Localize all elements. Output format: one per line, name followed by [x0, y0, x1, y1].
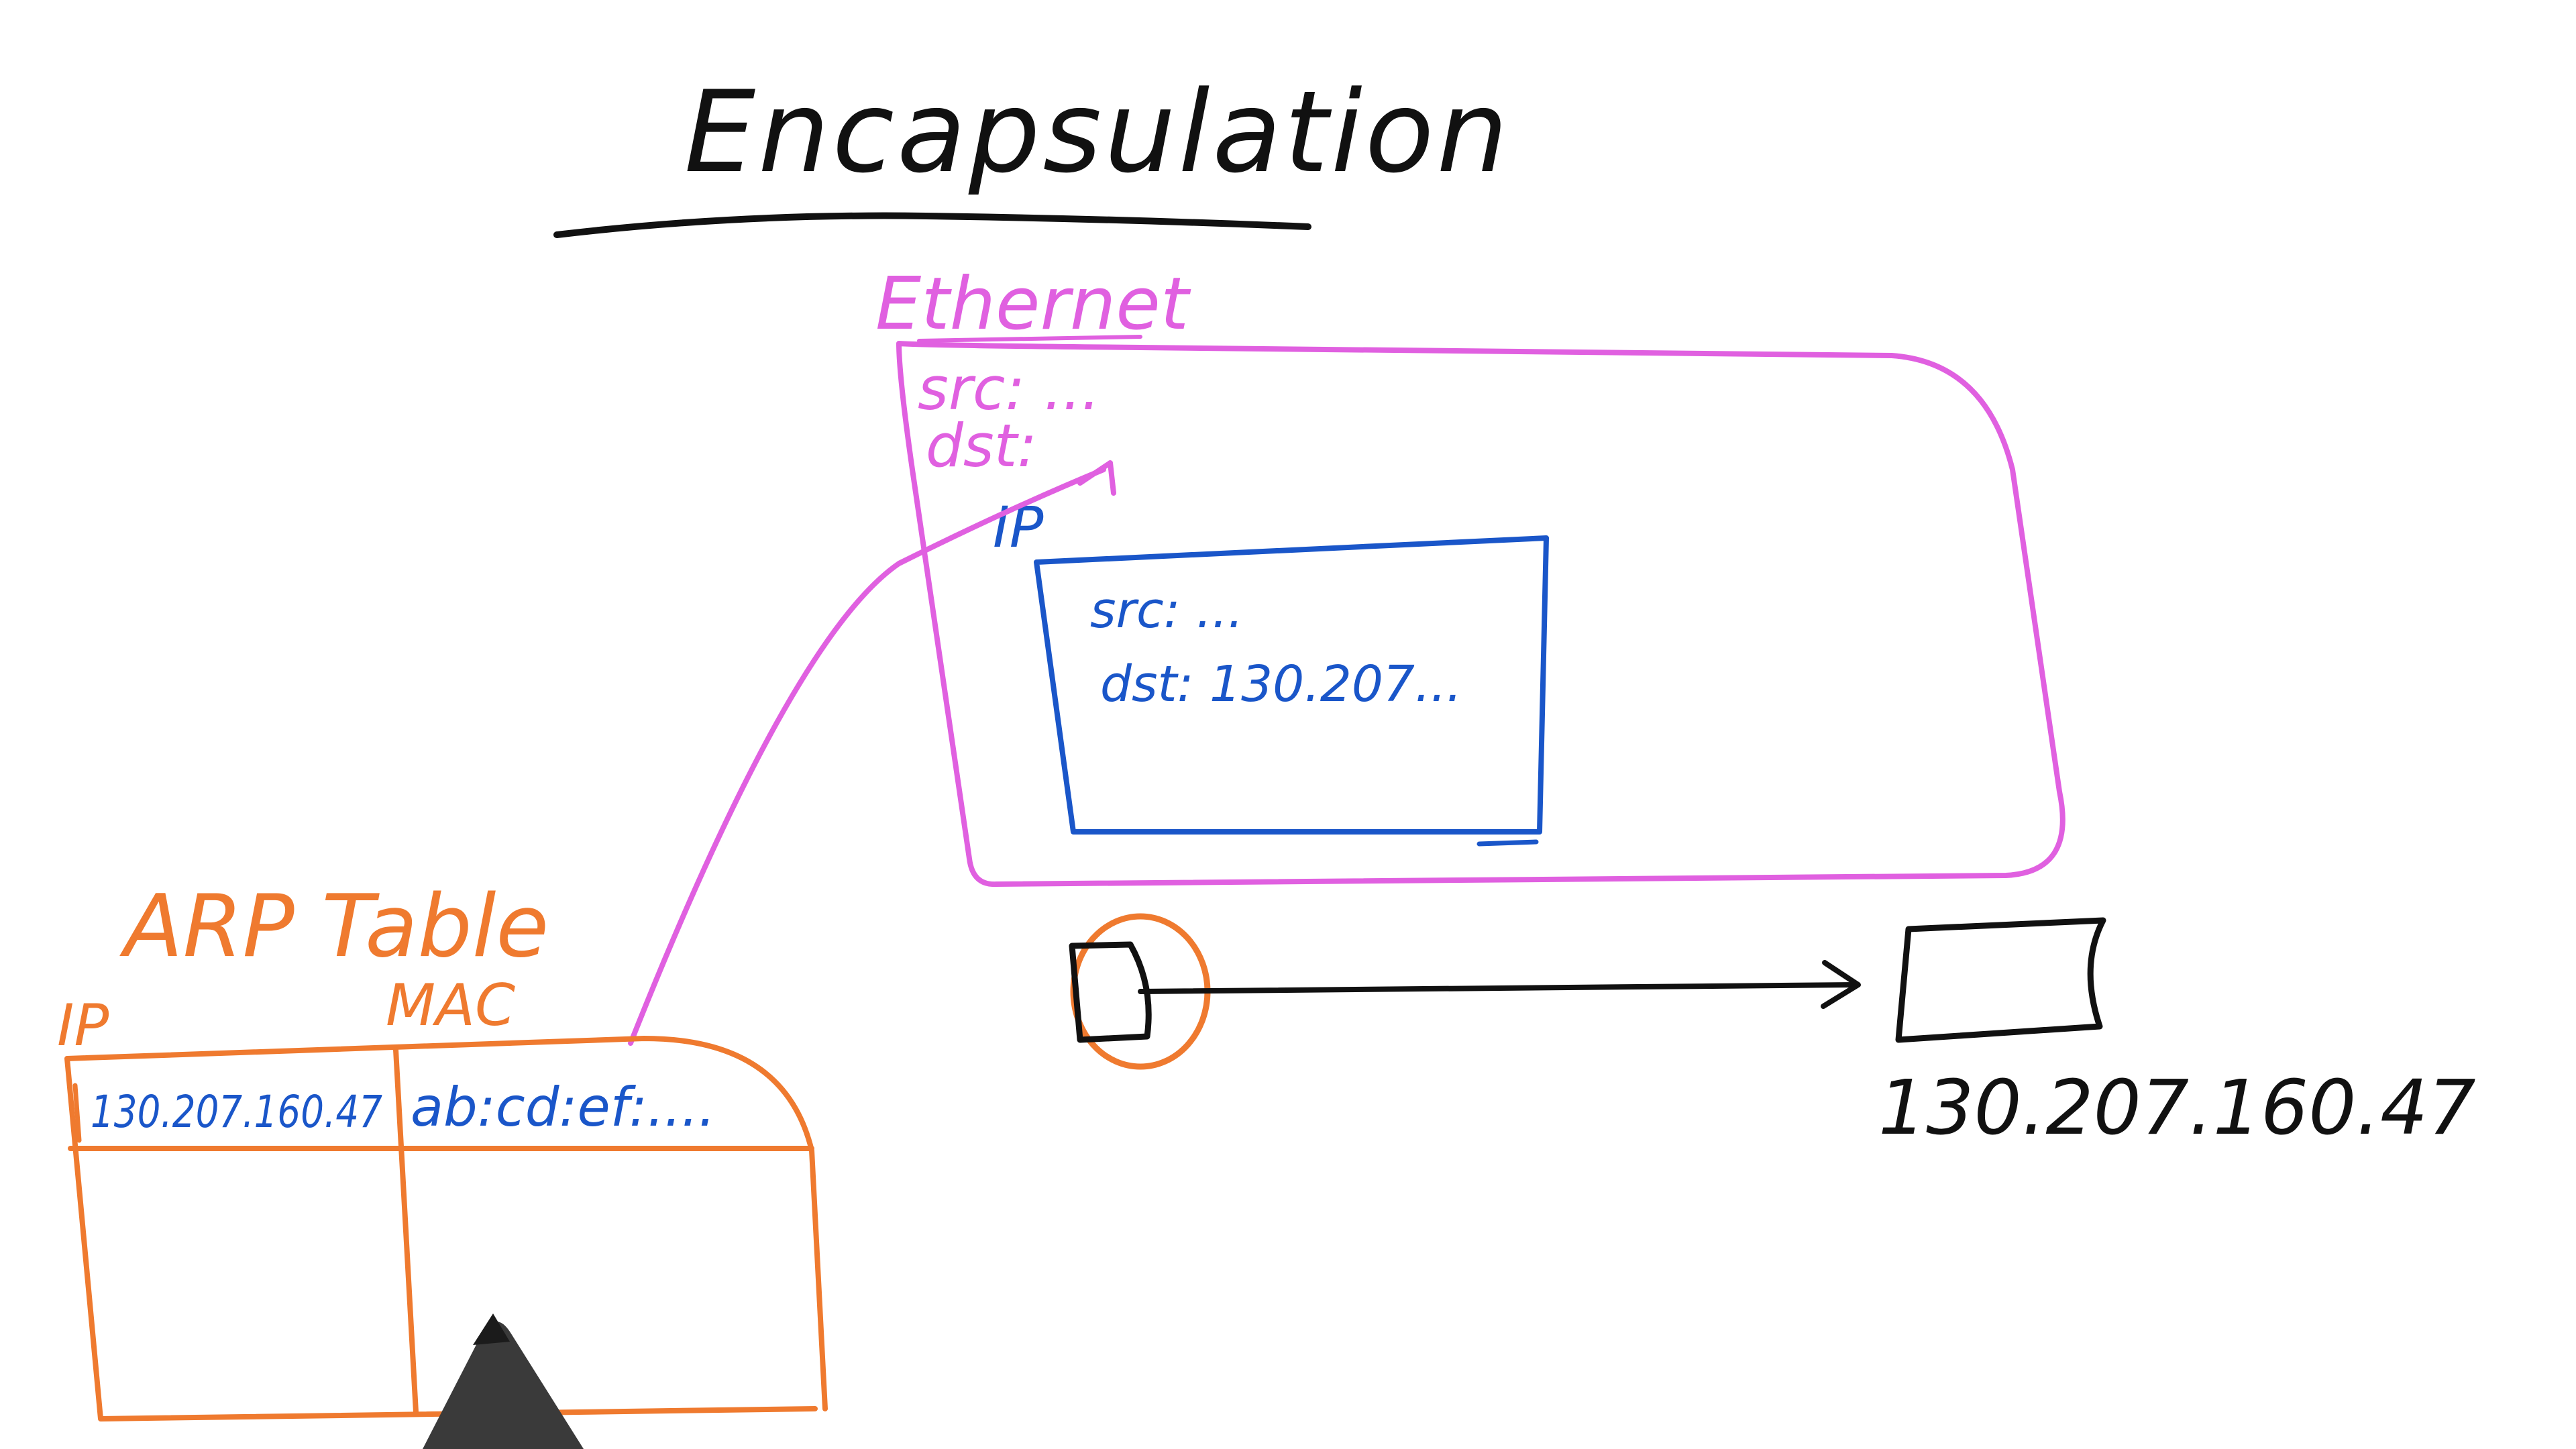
arp-table-left-inner [72, 1083, 82, 1143]
ip-packet-box-tick [1477, 839, 1539, 847]
arp-row-mac: ab:cd:ef:.... [411, 1076, 716, 1138]
arp-table-outline [64, 1036, 828, 1421]
transmit-arrow [1138, 982, 1858, 994]
ip-packet-box [1034, 535, 1549, 835]
arp-col-mac-header: MAC [386, 972, 515, 1039]
transmit-arrowhead [1821, 960, 1861, 1009]
mac-lookup-arrowhead [1077, 460, 1116, 496]
arp-table-column-divider [393, 1047, 419, 1415]
marker-pen-tip [473, 1313, 510, 1345]
marker-pen-icon [423, 1322, 584, 1449]
title-underline [553, 212, 1311, 238]
ip-packet-dst: dst: 130.207... [1100, 655, 1462, 713]
mac-lookup-arrow [628, 467, 1106, 1046]
arp-row-ip: 130.207.160.47 [91, 1086, 382, 1138]
arp-col-ip-header: IP [57, 992, 109, 1059]
arp-table-title: ARP Table [119, 877, 549, 977]
title: Encapsulation [684, 66, 1511, 198]
ethernet-frame-box [896, 341, 2065, 888]
destination-host-address: 130.207.160.47 [1878, 1065, 2476, 1152]
ethernet-dst: dst: [926, 411, 1037, 480]
ethernet-src: src: ... [918, 354, 1100, 423]
ip-packet-src: src: ... [1090, 582, 1244, 639]
ethernet-label: Ethernet [875, 262, 1191, 346]
ethernet-label-underline [917, 335, 1142, 343]
destination-host-icon [1895, 917, 2106, 1043]
